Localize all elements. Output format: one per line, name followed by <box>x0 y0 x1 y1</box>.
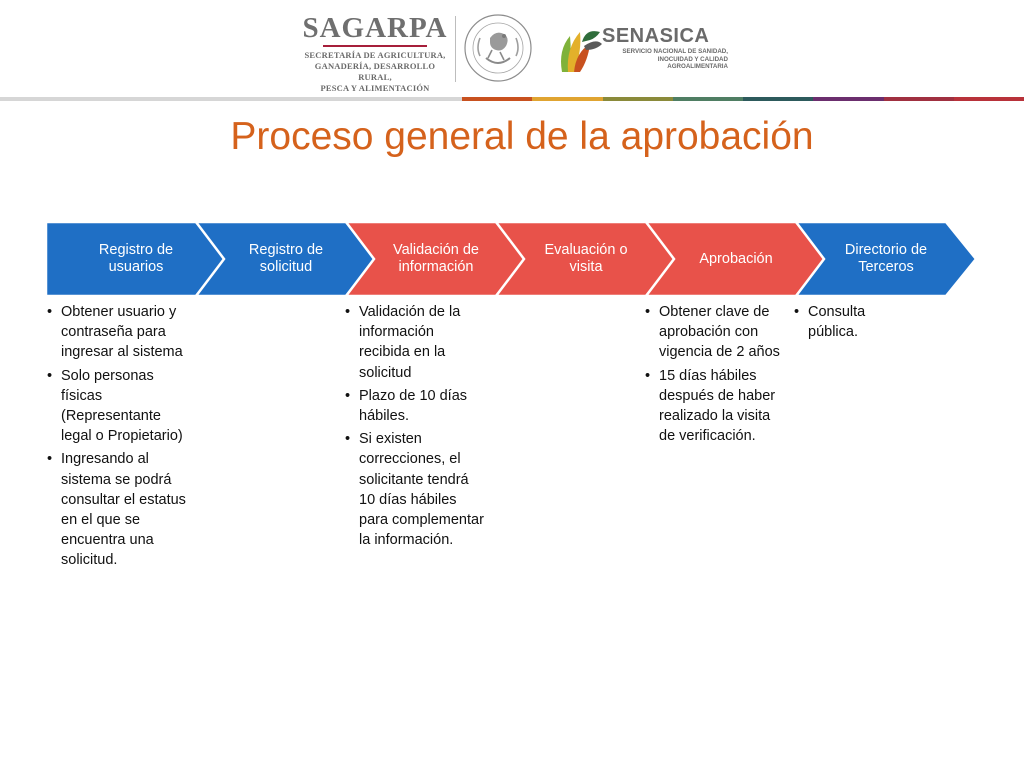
header-stripe <box>672 97 743 101</box>
step-label: Registro de usuarios <box>98 242 174 275</box>
step-label: Validación de información <box>393 242 479 275</box>
mexico-seal-icon <box>464 14 532 82</box>
sagarpa-rule <box>323 45 427 47</box>
header-color-stripes <box>462 97 1024 101</box>
sagarpa-name: SAGARPA <box>302 12 448 44</box>
header-grey-band <box>0 97 462 101</box>
sagarpa-subtitle: SECRETARÍA DE AGRICULTURA, GANADERÍA, DE… <box>300 50 450 94</box>
bullet-item: Ingresando al sistema se podrá consultar… <box>47 449 189 570</box>
step-bullets-validacion: Validación de la información recibida en… <box>345 302 487 553</box>
senasica-subtitle-line: SERVICIO NACIONAL DE SANIDAD, <box>622 48 728 55</box>
step-label: Directorio de Terceros <box>844 242 928 275</box>
bullet-item: Si existen correcciones, el solicitante … <box>345 429 487 550</box>
logo-divider <box>455 16 456 82</box>
header-stripe <box>602 97 673 101</box>
header-stripe <box>813 97 884 101</box>
header-stripe <box>883 97 954 101</box>
senasica-name: SENASICA <box>602 25 710 47</box>
bullet-item: Obtener clave de aprobación con vigencia… <box>645 302 785 363</box>
step-label: Registro de solicitud <box>248 242 324 275</box>
sagarpa-logo: SAGARPA SECRETARÍA DE AGRICULTURA, GANAD… <box>300 10 450 94</box>
header-stripe <box>462 97 533 101</box>
senasica-subtitle-line: INOCUIDAD Y CALIDAD <box>657 55 728 63</box>
sagarpa-subtitle-line: PESCA Y ALIMENTACIÓN <box>320 83 430 93</box>
header-stripe <box>532 97 603 101</box>
step-bullets-aprobacion: Obtener clave de aprobación con vigencia… <box>645 302 785 449</box>
step-label: Evaluación o visita <box>544 242 628 275</box>
step-label: Aprobación <box>699 250 773 267</box>
header-stripe <box>953 97 1024 101</box>
bullet-item: 15 días hábiles después de haber realiza… <box>645 366 785 447</box>
senasica-emblem-icon <box>561 31 602 72</box>
bullet-item: Solo personas físicas (Representante leg… <box>47 366 189 447</box>
bullet-item: Plazo de 10 días hábiles. <box>345 386 487 426</box>
bullet-item: Consulta pública. <box>794 302 914 342</box>
senasica-subtitle-line: AGROALIMENTARIA <box>667 63 728 70</box>
step-bullets-directorio: Consulta pública. <box>794 302 914 345</box>
step-bullets-registro-usuarios: Obtener usuario y contraseña para ingres… <box>47 302 189 574</box>
sagarpa-subtitle-line: SECRETARÍA DE AGRICULTURA, <box>304 50 446 60</box>
senasica-subtitle: SERVICIO NACIONAL DE SANIDAD, INOCUIDAD … <box>602 48 728 71</box>
bullet-item: Obtener usuario y contraseña para ingres… <box>47 302 189 363</box>
header-stripe <box>743 97 814 101</box>
sagarpa-subtitle-line: GANADERÍA, DESARROLLO RURAL, <box>314 61 436 82</box>
step-chevron-directorio: Directorio de Terceros <box>793 220 978 298</box>
page-title: Proceso general de la aprobación <box>230 115 814 158</box>
senasica-logo: SENASICA SERVICIO NACIONAL DE SANIDAD, I… <box>556 16 728 84</box>
chevron-shape <box>793 220 978 298</box>
bullet-item: Validación de la información recibida en… <box>345 302 487 383</box>
step-chevron-registro-solicitud: Registro de solicitud <box>193 220 378 298</box>
